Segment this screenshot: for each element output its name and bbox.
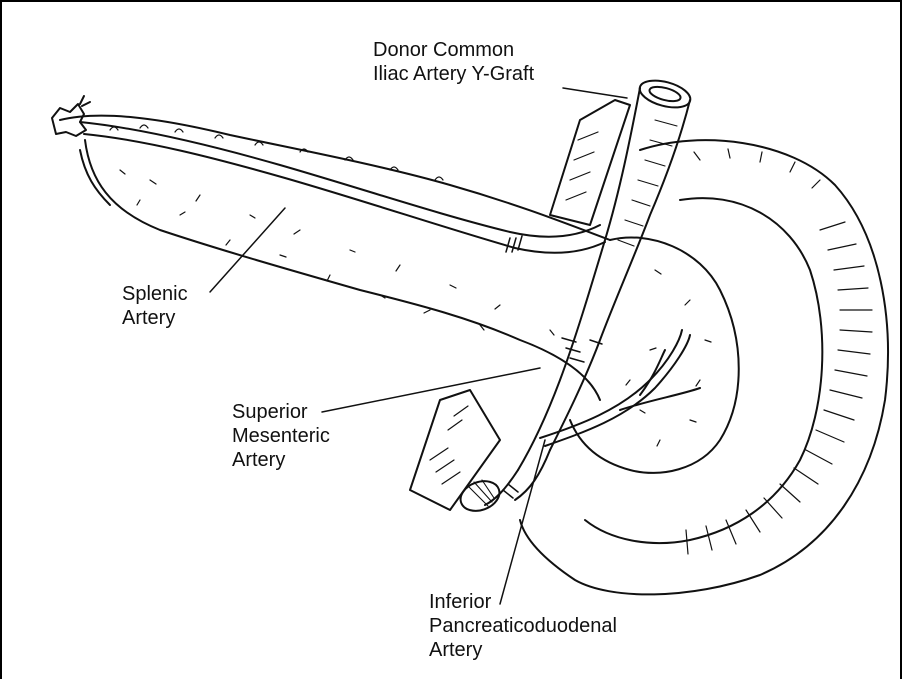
duodenal-stump-upper [550, 100, 630, 225]
label-donor-line1: Donor Common [373, 38, 534, 62]
label-superior-mesenteric-artery: Superior Mesenteric Artery [232, 400, 330, 472]
leader-lines [210, 88, 627, 604]
splenic-artery [80, 122, 605, 253]
label-sma-line1: Superior [232, 400, 330, 424]
duodenum [520, 140, 888, 594]
leader-ipd [500, 440, 545, 604]
label-splenic-line1: Splenic [122, 282, 188, 306]
label-inferior-pancreaticoduodenal-artery: Inferior Pancreaticoduodenal Artery [429, 590, 617, 662]
label-sma-line3: Artery [232, 448, 330, 472]
label-splenic-line2: Artery [122, 306, 188, 330]
leader-sma [322, 368, 540, 412]
duodenal-stump-lower [410, 390, 500, 510]
label-ipd-line1: Inferior [429, 590, 617, 614]
label-donor-graft: Donor Common Iliac Artery Y-Graft [373, 38, 534, 86]
label-donor-line2: Iliac Artery Y-Graft [373, 62, 534, 86]
pancreas-body [60, 116, 610, 400]
label-sma-line2: Mesenteric [232, 424, 330, 448]
label-splenic-artery: Splenic Artery [122, 282, 188, 330]
label-ipd-line2: Pancreaticoduodenal [429, 614, 617, 638]
ipd-artery [540, 330, 700, 446]
leader-donor-graft [563, 88, 627, 98]
label-ipd-line3: Artery [429, 638, 617, 662]
